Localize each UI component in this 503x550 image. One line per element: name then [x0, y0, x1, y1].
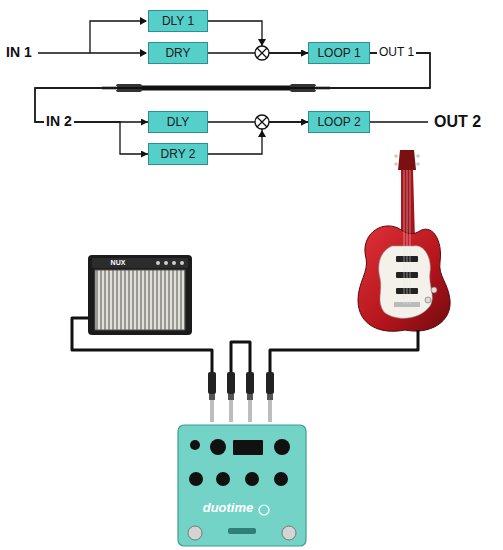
arrow-head: [140, 17, 147, 57]
tuning-peg: [416, 154, 420, 158]
plug-collar: [209, 394, 215, 400]
process-box: LOOP 2: [308, 111, 370, 133]
pedal-knob: [216, 472, 230, 486]
plug-tip: [248, 400, 252, 422]
plug-collar: [267, 394, 273, 400]
tuning-peg: [394, 162, 398, 166]
pickguard: [379, 246, 433, 318]
process-box: DLY: [148, 111, 208, 133]
amp-panel: [92, 258, 188, 268]
signal-label: OUT 2: [432, 113, 483, 131]
tuning-peg: [394, 154, 398, 158]
pedal-knob: [190, 440, 200, 450]
pedal-display: [233, 440, 263, 455]
box-label: DRY: [165, 46, 190, 60]
plug-body: [246, 372, 254, 394]
amp-knob: [180, 261, 184, 265]
plug-collar: [247, 394, 253, 400]
signal-label: duotime: [203, 501, 254, 515]
box-label: LOOP 1: [317, 46, 360, 60]
guitar-neck: [401, 170, 415, 240]
process-box: DRY 2: [148, 143, 208, 165]
guitar-knob: [431, 287, 437, 293]
jack-plug: [246, 372, 254, 422]
plug-collar: [228, 394, 234, 400]
arrow-head: [258, 39, 266, 46]
loop-cable: [231, 342, 250, 372]
mixer-symbol: [255, 46, 269, 60]
amp-knob: [164, 261, 168, 265]
footswitch: [188, 526, 202, 540]
box-label: DLY: [167, 115, 189, 129]
amp-cabinet: [88, 255, 192, 335]
pedal-knob: [189, 472, 203, 486]
pedal-logo-ring: [259, 505, 269, 515]
pedal-badge: [228, 528, 256, 534]
process-box: DRY: [148, 42, 208, 64]
plug-body: [266, 372, 274, 394]
box-label: DRY 2: [161, 147, 196, 161]
plug-tip: [210, 400, 214, 422]
guitar-cable: [270, 330, 418, 372]
pedal-knob: [274, 472, 288, 486]
plug-body: [208, 372, 216, 394]
amp-grille: [95, 270, 185, 330]
jack-plug: [227, 372, 235, 422]
pedal-knob: [210, 439, 226, 455]
guitar-knob: [425, 297, 431, 303]
mixer-cross: [257, 117, 267, 127]
process-box: LOOP 1: [308, 42, 370, 64]
pedal-housing: [178, 425, 306, 546]
tuning-peg: [416, 162, 420, 166]
amp-knob: [172, 261, 176, 265]
plug-tip: [268, 400, 272, 422]
connector-group: [35, 21, 430, 154]
amp-knob: [156, 261, 160, 265]
pedal-knob: [274, 439, 290, 455]
amp-cable: [72, 318, 212, 372]
plug-tip: [229, 400, 233, 422]
pedal-knob: [245, 472, 259, 486]
box-label: LOOP 2: [317, 115, 360, 129]
arrow-head: [258, 130, 266, 137]
guitar-headstock: [398, 150, 416, 170]
jack-plug: [266, 372, 274, 422]
box-label: DLY 1: [162, 14, 194, 28]
mixer-cross: [257, 48, 267, 58]
signal-label: IN 2: [44, 114, 74, 129]
process-box: DLY 1: [148, 10, 208, 32]
signal-connector: [35, 53, 430, 154]
mixer-symbol: [255, 115, 269, 129]
plug-body: [227, 372, 235, 394]
footswitch: [282, 526, 296, 540]
signal-label: NUX: [111, 259, 126, 267]
signal-wire: [38, 21, 428, 122]
jack-plug: [208, 372, 216, 422]
signal-label: OUT 1: [377, 46, 416, 59]
signal-label: IN 1: [4, 45, 34, 60]
guitar-strings: [404, 170, 410, 304]
